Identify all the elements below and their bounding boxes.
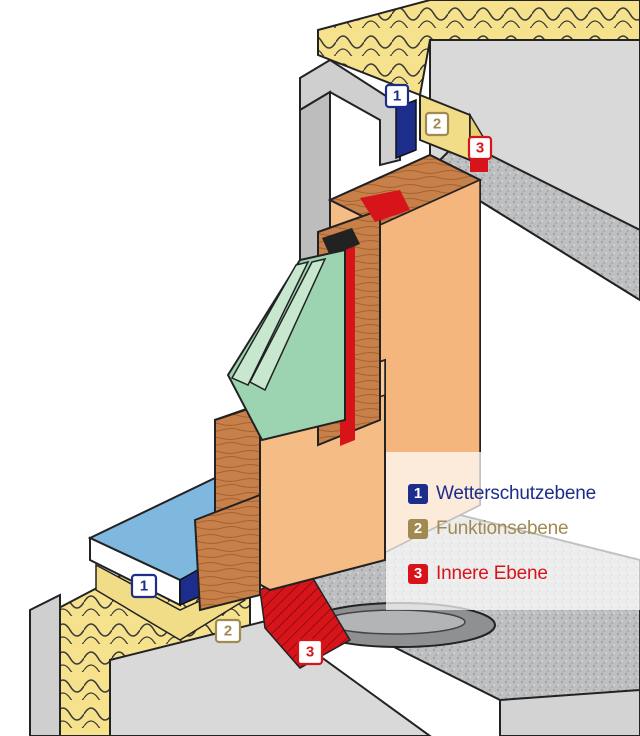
legend-panel: 1 Wetterschutzebene 2 Funktionsebene 3 I… — [386, 452, 640, 610]
legend-number-2: 2 — [408, 519, 428, 539]
legend-number-3: 3 — [408, 564, 428, 584]
marker-top-1: 1 — [384, 83, 410, 109]
legend-label-2: Funktionsebene — [436, 518, 569, 539]
legend-label-3: Innere Ebene — [436, 563, 548, 584]
svg-text:3: 3 — [476, 140, 484, 157]
legend-number-1: 1 — [408, 484, 428, 504]
legend-item-inner-layer: 3 Innere Ebene — [408, 562, 548, 586]
svg-text:2: 2 — [224, 623, 232, 640]
svg-text:3: 3 — [306, 644, 314, 661]
svg-text:1: 1 — [393, 88, 401, 105]
legend-label-1: Wetterschutzebene — [436, 483, 596, 504]
glazing-panes — [226, 248, 346, 442]
svg-text:2: 2 — [433, 116, 441, 133]
marker-bottom-2: 2 — [214, 618, 242, 644]
svg-text:1: 1 — [140, 578, 148, 595]
marker-bottom-3: 3 — [296, 638, 324, 666]
legend-item-weather-protection: 1 Wetterschutzebene — [408, 482, 596, 506]
legend-item-function-layer: 2 Funktionsebene — [408, 517, 569, 541]
marker-top-2: 2 — [424, 111, 450, 137]
marker-bottom-1: 1 — [130, 573, 158, 599]
marker-top-3: 3 — [467, 135, 493, 161]
